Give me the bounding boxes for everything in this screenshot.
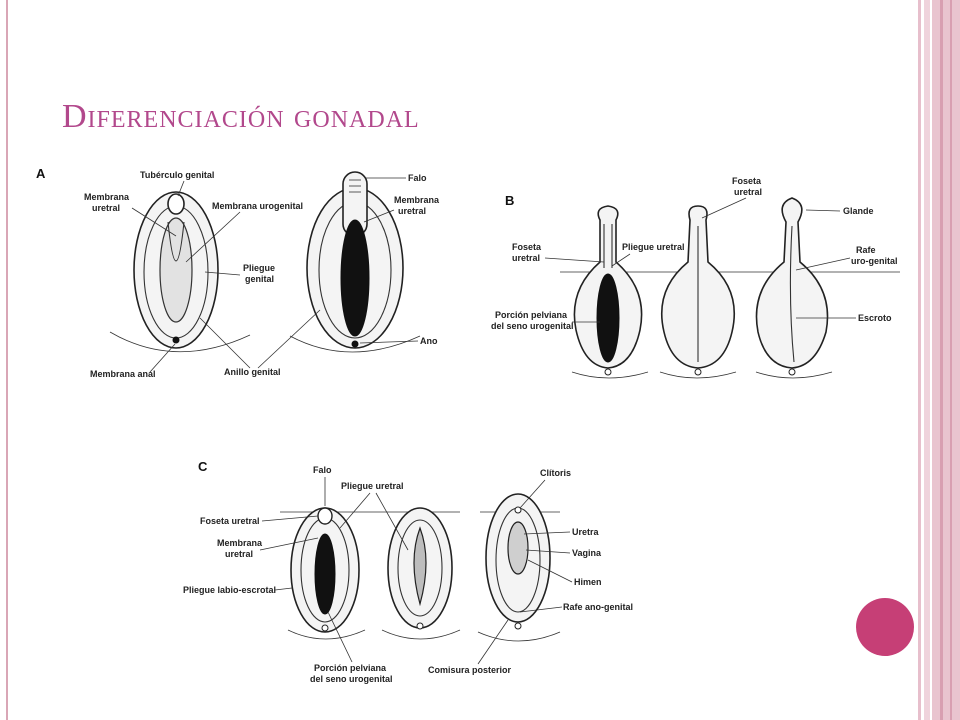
label-porcion-pelviana-line1: Porción pelviana: [495, 310, 568, 320]
label-tuberculo-genital: Tubérculo genital: [140, 170, 214, 180]
right-border-stripe: [924, 0, 930, 720]
panel-a: A Tubérculo genital Membrana uretral Me: [36, 166, 440, 379]
label-pliegue-labio-escrotal: Pliegue labio-escrotal: [183, 585, 276, 595]
label-rafe-ano-genital: Rafe ano-genital: [563, 602, 633, 612]
accent-circle: [856, 598, 914, 656]
right-border-stripe: [918, 0, 921, 720]
label-escroto: Escroto: [858, 313, 892, 323]
panel-a-leader-lines: [131, 177, 419, 373]
figure-a2: [289, 171, 421, 353]
panel-b-letter: B: [505, 193, 514, 208]
panel-a-letter: A: [36, 166, 46, 181]
figure-b2: [659, 205, 737, 379]
label-foseta-uretral: Foseta uretral: [200, 516, 260, 526]
label-membrana-uretral-b-line1: Membrana: [394, 195, 440, 205]
figure-c3: [477, 493, 561, 642]
panel-b: B Foseta uretral Pliegue uretral: [491, 176, 900, 379]
label-anillo-genital: Anillo genital: [224, 367, 281, 377]
label-membrana-uretral-line2: uretral: [225, 549, 253, 559]
label-falo: Falo: [313, 465, 332, 475]
label-rafe-line1: Rafe: [856, 245, 876, 255]
figure-c1: [287, 507, 366, 640]
label-clitoris: Clítoris: [540, 468, 571, 478]
label-uretra: Uretra: [572, 527, 600, 537]
label-pliegue-uretral: Pliegue uretral: [622, 242, 685, 252]
panel-c: C Falo Pliegue: [183, 459, 633, 684]
label-himen: Himen: [574, 577, 602, 587]
label-falo: Falo: [408, 173, 427, 183]
label-membrana-uretral-line1: Membrana: [84, 192, 130, 202]
label-rafe-line2: uro-genital: [851, 256, 898, 266]
right-border-line: [950, 0, 952, 720]
label-foseta-top-line2: uretral: [734, 187, 762, 197]
label-comisura-posterior: Comisura posterior: [428, 665, 512, 675]
label-porcion-pelviana-line2: del seno urogenital: [491, 321, 574, 331]
label-pliegue-genital-line1: Pliegue: [243, 263, 275, 273]
label-membrana-anal: Membrana anal: [90, 369, 156, 379]
label-glande: Glande: [843, 206, 874, 216]
right-border-line: [940, 0, 943, 720]
panel-b-leader-lines: [544, 197, 856, 323]
label-porcion-pelviana-line2: del seno urogenital: [310, 674, 393, 684]
slide-title: Diferenciación gonadal: [62, 98, 420, 135]
figure-c2: [381, 507, 461, 640]
right-border-band: [932, 0, 960, 720]
panel-c-letter: C: [198, 459, 208, 474]
label-porcion-pelviana-line1: Porción pelviana: [314, 663, 387, 673]
figure-b3: [755, 197, 833, 379]
label-ano: Ano: [420, 336, 438, 346]
label-membrana-urogenital: Membrana urogenital: [212, 201, 303, 211]
label-pliegue-genital-line2: genital: [245, 274, 274, 284]
figure-b1: [571, 205, 649, 379]
label-foseta-uretral-line1: Foseta: [512, 242, 542, 252]
label-vagina: Vagina: [572, 548, 602, 558]
figure-a1: [109, 191, 251, 353]
label-membrana-uretral-line2: uretral: [92, 203, 120, 213]
label-foseta-top-line1: Foseta: [732, 176, 762, 186]
left-border-line: [6, 0, 8, 720]
label-pliegue-uretral: Pliegue uretral: [341, 481, 404, 491]
label-membrana-uretral-line1: Membrana: [217, 538, 263, 548]
label-foseta-uretral-line2: uretral: [512, 253, 540, 263]
panel-c-leader-lines: [259, 477, 573, 665]
label-membrana-uretral-b-line2: uretral: [398, 206, 426, 216]
